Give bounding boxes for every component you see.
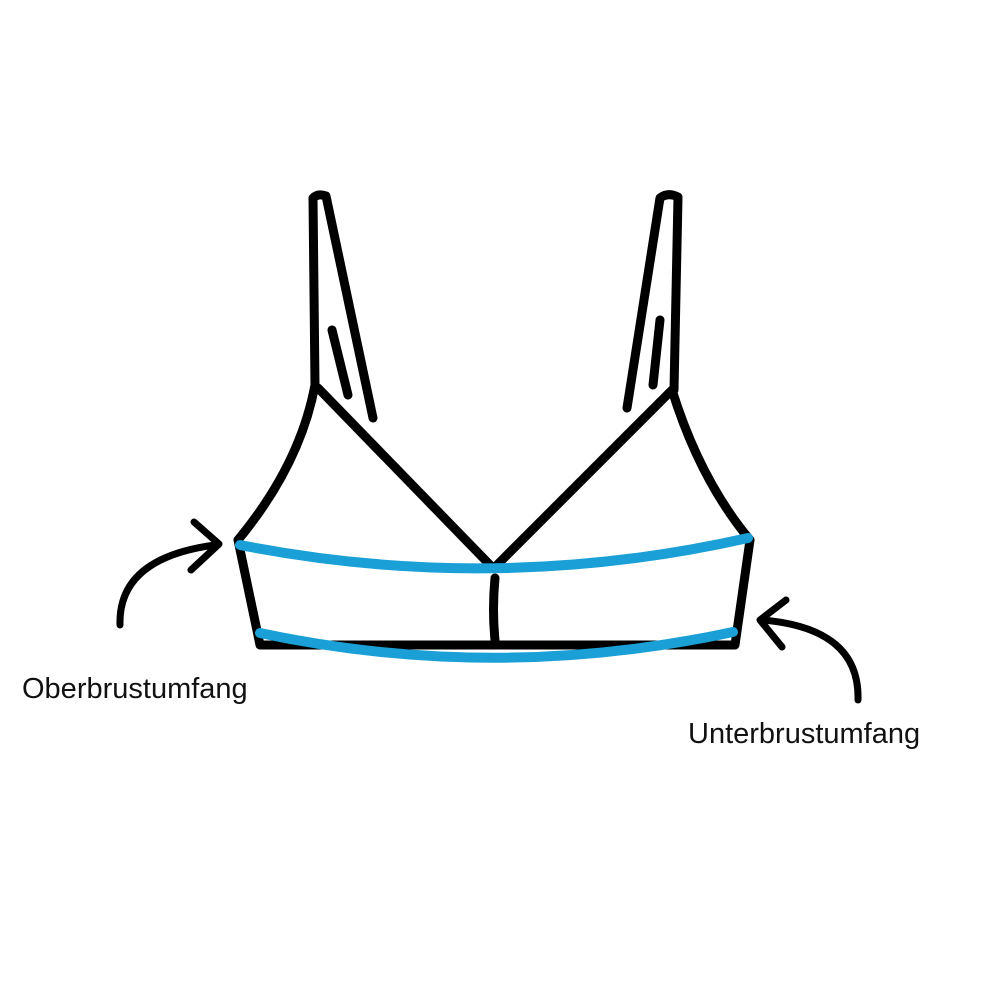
- right-strap: [622, 190, 683, 413]
- right-arrow-icon: [756, 596, 862, 704]
- measurement-lines: [235, 533, 753, 663]
- under-bust-line: [255, 627, 738, 663]
- left-arrow-icon: [116, 518, 223, 629]
- band: [233, 535, 755, 650]
- left-strap: [308, 190, 378, 423]
- upper-bust-line: [235, 533, 753, 574]
- left-cup: [233, 380, 495, 570]
- right-cup: [492, 385, 755, 570]
- bra-outline: [233, 190, 755, 650]
- upper-bust-label: Oberbrustumfang: [22, 673, 248, 705]
- under-bust-label: Unterbrustumfang: [688, 718, 921, 750]
